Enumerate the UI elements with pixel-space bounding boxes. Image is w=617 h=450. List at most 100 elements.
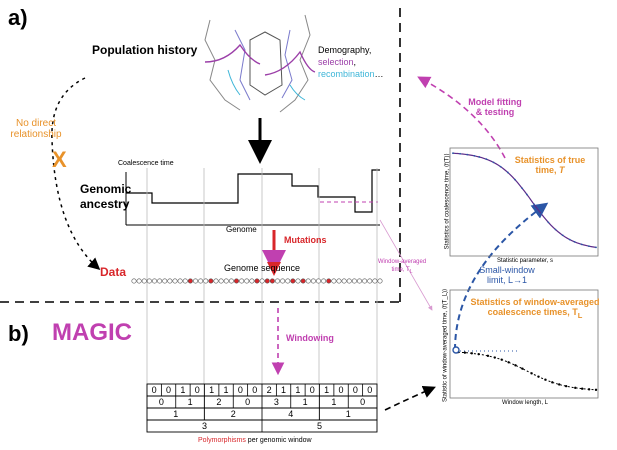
- polymorphism-count: 0: [194, 385, 200, 395]
- sequence-bead: [351, 278, 357, 284]
- curve-point: [514, 178, 516, 181]
- curve-point: [537, 375, 540, 378]
- stats-avg-line1: Statistics of window-averaged: [470, 297, 600, 307]
- polymorphisms-caption: Polymorphisms per genomic window: [198, 437, 312, 445]
- selection-line: selection,: [318, 56, 384, 68]
- curve-point: [533, 203, 535, 206]
- polymorphisms-rest: per genomic window: [245, 437, 312, 444]
- sequence-bead: [157, 278, 163, 284]
- curve-point: [547, 221, 550, 224]
- genealogy-plot: [125, 169, 380, 226]
- curve-point: [581, 387, 584, 390]
- polymorphism-count: 2: [230, 409, 236, 419]
- polymorphism-count: 1: [281, 385, 287, 395]
- sequence-bead: [285, 278, 291, 284]
- sequence-bead: [254, 278, 260, 284]
- sequence-bead: [218, 278, 224, 284]
- true-time-points: [452, 152, 597, 249]
- true-time-curve: [452, 152, 597, 248]
- polymorphism-count: 0: [367, 385, 373, 395]
- polymorphism-count: 4: [288, 409, 294, 419]
- polymorphism-count: 1: [209, 385, 215, 395]
- no-direct-arrow: [51, 77, 101, 270]
- sequence-bead: [300, 278, 306, 284]
- curve-point: [493, 356, 496, 359]
- curve-point: [594, 388, 598, 392]
- coalescence-trace: [126, 169, 380, 213]
- sequence-bead: [356, 278, 362, 284]
- sequence-bead: [131, 278, 137, 284]
- curve-point: [500, 358, 503, 361]
- bottom-chart-ylabel: Statistic of window-averaged time, ⟨f(T_…: [442, 288, 449, 402]
- sequence-bead: [341, 278, 347, 284]
- recombination-label: recombination: [318, 69, 375, 79]
- curve-point: [478, 156, 481, 158]
- window-averaged-line1: Window-averaged: [377, 259, 427, 265]
- curve-point: [525, 193, 528, 196]
- curve-point: [466, 153, 469, 156]
- sequence-bead: [234, 278, 240, 284]
- population-sketch: [204, 14, 316, 113]
- curve-point: [574, 386, 577, 390]
- stats-true-line1: Statistics of true: [514, 155, 586, 165]
- curve-point: [506, 171, 509, 174]
- polymorphism-count: 0: [338, 385, 344, 395]
- selection-comma: ,: [353, 57, 357, 67]
- curve-point: [485, 158, 488, 161]
- polymorphism-count: 1: [345, 409, 351, 419]
- polymorphism-count: 0: [352, 385, 358, 395]
- polymorphism-count: 1: [223, 385, 229, 395]
- small-window-line2: limit, L→1: [486, 274, 527, 285]
- polymorphism-count: 0: [252, 385, 258, 395]
- curve-point: [486, 354, 490, 358]
- sequence-bead: [193, 278, 199, 284]
- curve-point: [477, 352, 480, 356]
- sequence-bead: [141, 278, 147, 284]
- polymorphism-count: 0: [245, 397, 251, 407]
- coalescence-time-label: Coalescence time: [118, 160, 174, 167]
- model-fitting-line2: & testing: [475, 106, 515, 117]
- small-window-line1: Small-window: [479, 265, 535, 275]
- table-to-chart-arrow: [384, 385, 436, 411]
- recombination-ellipsis: …: [374, 69, 384, 79]
- curve-point: [514, 364, 517, 367]
- window-averaged-chart: [449, 289, 599, 399]
- small-window-limit-label: Small-window limit, L→1: [472, 265, 542, 286]
- curve-point: [521, 187, 524, 190]
- curve-point: [492, 161, 495, 164]
- sequence-bead: [177, 278, 183, 284]
- curve-point: [452, 152, 454, 155]
- window-average-pointer: [379, 219, 433, 311]
- curve-point: [568, 238, 571, 241]
- stats-avg-subscript: L: [577, 310, 583, 320]
- sequence-bead: [213, 278, 219, 284]
- magic-label: MAGIC: [52, 319, 132, 346]
- genomic-line1: Genomic: [80, 182, 132, 196]
- sequence-bead: [315, 278, 321, 284]
- sequence-bead: [228, 278, 234, 284]
- polymorphism-count: 0: [309, 385, 315, 395]
- top-chart-ylabel: Statistics of coalescence time, ⟨f(T)⟩: [444, 153, 451, 250]
- stats-true-line2: time, T: [510, 165, 590, 176]
- polymorphisms-word: Polymorphisms: [198, 437, 246, 444]
- curve-point: [530, 372, 533, 375]
- no-direct-line2: relationship: [10, 129, 62, 140]
- polymorphism-count: 0: [166, 385, 172, 395]
- sequence-bead: [239, 278, 245, 284]
- sequence-bead: [249, 278, 255, 284]
- polymorphism-count: 0: [151, 385, 157, 395]
- curve-point: [521, 367, 524, 370]
- sequence-bead: [377, 278, 383, 284]
- population-history-title: Population history: [92, 43, 198, 57]
- demography-legend: Demography, selection, recombination…: [318, 44, 384, 80]
- sequence-bead: [208, 278, 214, 284]
- cross-mark: X: [52, 147, 67, 172]
- model-fitting-label: Model fitting & testing: [460, 97, 530, 118]
- curve-point: [587, 388, 591, 391]
- polymorphism-count: 0: [158, 397, 164, 407]
- sequence-bead: [223, 278, 229, 284]
- sequence-bead: [310, 278, 316, 284]
- data-label: Data: [100, 265, 127, 279]
- polymorphism-count: 1: [324, 385, 330, 395]
